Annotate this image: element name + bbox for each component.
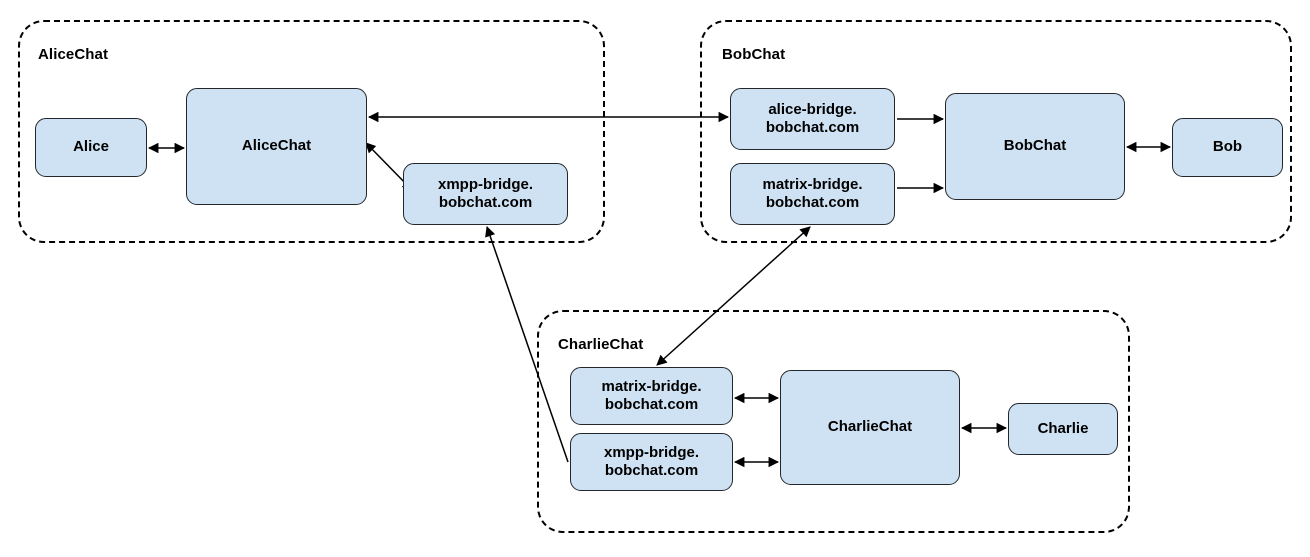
node-charliechat-server[interactable]: CharlieChat bbox=[780, 370, 960, 485]
node-label-line: matrix-bridge. bbox=[762, 175, 863, 193]
node-label: Bob bbox=[1213, 138, 1242, 156]
node-charlie-xmpp-bridge[interactable]: xmpp-bridge.bobchat.com bbox=[570, 433, 733, 491]
cluster-bobchat bbox=[700, 20, 1292, 243]
node-label: alice-bridge.bobchat.com bbox=[766, 101, 859, 138]
node-label: matrix-bridge.bobchat.com bbox=[762, 176, 862, 213]
node-label: BobChat bbox=[1004, 137, 1067, 155]
node-bob-alice-bridge[interactable]: alice-bridge.bobchat.com bbox=[730, 88, 895, 150]
node-bob[interactable]: Bob bbox=[1172, 118, 1283, 177]
node-label-line: bobchat.com bbox=[765, 119, 860, 136]
node-label: AliceChat bbox=[242, 137, 311, 155]
node-label-line: BobChat bbox=[1003, 137, 1067, 155]
node-label-line: bobchat.com bbox=[438, 194, 533, 211]
node-label-line: bobchat.com bbox=[604, 462, 699, 479]
node-label: matrix-bridge.bobchat.com bbox=[601, 378, 701, 415]
node-label: CharlieChat bbox=[828, 418, 912, 436]
node-bob-matrix-bridge[interactable]: matrix-bridge.bobchat.com bbox=[730, 163, 895, 225]
node-label-line: alice-bridge. bbox=[768, 100, 857, 118]
node-alice-xmpp-bridge[interactable]: xmpp-bridge.bobchat.com bbox=[403, 163, 568, 225]
cluster-bobchat-label: BobChat bbox=[722, 46, 786, 63]
node-label: xmpp-bridge.bobchat.com bbox=[604, 444, 699, 481]
node-label-line: CharlieChat bbox=[827, 418, 913, 436]
node-label-line: Alice bbox=[73, 138, 109, 156]
node-bobchat-server[interactable]: BobChat bbox=[945, 93, 1125, 200]
cluster-charliechat bbox=[537, 310, 1130, 533]
node-label: Alice bbox=[73, 138, 109, 156]
node-label-line: AliceChat bbox=[241, 137, 312, 155]
node-charlie[interactable]: Charlie bbox=[1008, 403, 1118, 455]
cluster-charliechat-label: CharlieChat bbox=[558, 336, 644, 353]
node-label-line: Charlie bbox=[1037, 419, 1089, 437]
node-label-line: matrix-bridge. bbox=[601, 377, 702, 395]
node-label: Charlie bbox=[1038, 420, 1089, 438]
cluster-alicechat bbox=[18, 20, 605, 243]
node-alicechat-server[interactable]: AliceChat bbox=[186, 88, 367, 205]
cluster-alicechat-label: AliceChat bbox=[38, 46, 109, 63]
node-label-line: xmpp-bridge. bbox=[603, 443, 699, 461]
node-charlie-matrix-bridge[interactable]: matrix-bridge.bobchat.com bbox=[570, 367, 733, 425]
node-label-line: Bob bbox=[1212, 138, 1243, 156]
node-label-line: bobchat.com bbox=[604, 396, 699, 413]
node-label-line: bobchat.com bbox=[765, 194, 860, 211]
node-alice[interactable]: Alice bbox=[35, 118, 147, 177]
node-label: xmpp-bridge.bobchat.com bbox=[438, 176, 533, 213]
node-label-line: xmpp-bridge. bbox=[437, 175, 533, 193]
